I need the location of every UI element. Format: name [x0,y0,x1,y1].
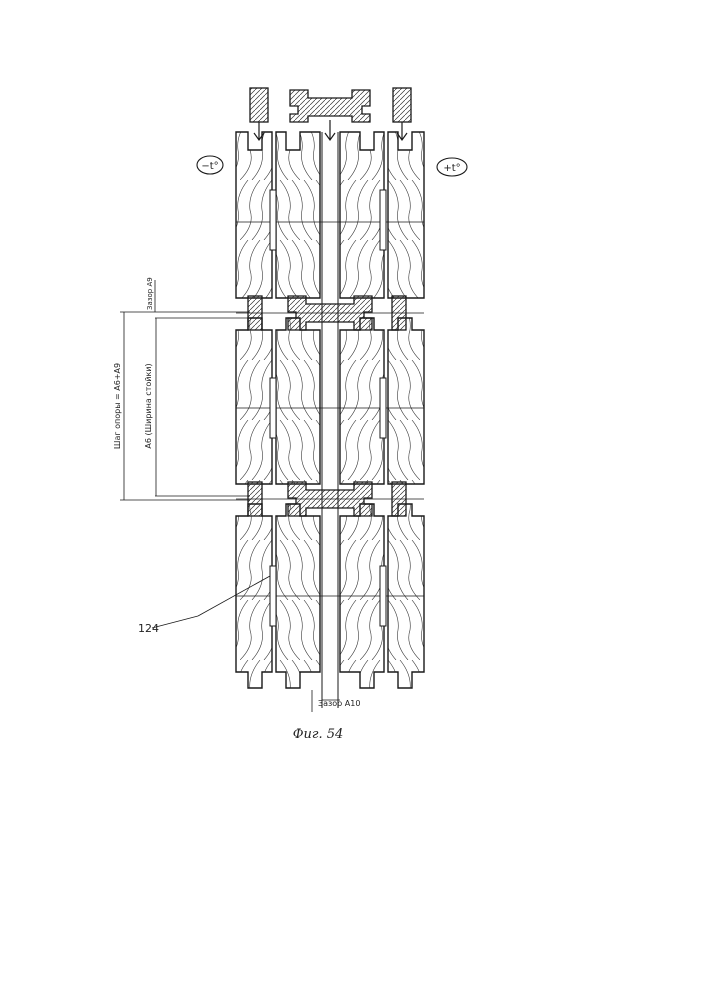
part-124-slot [270,566,276,626]
upper-joint [236,296,424,330]
middle-beam-row [236,318,424,484]
plus-temp-symbol: +t° [437,158,467,176]
width-dimension-label: A6 (Ширина стойки) [144,363,153,448]
upper-right-slot [380,190,386,250]
plus-temp-label: +t° [443,163,460,174]
top-center-arrow [325,120,335,140]
part-number-label: 124 [138,622,159,635]
minus-temp-symbol: −t° [197,156,223,174]
minus-temp-label: −t° [201,161,218,172]
step-dimension-label: Шаг опоры = A6+A9 [113,363,122,449]
top-center-key [290,90,370,122]
figure-caption: Фиг. 54 [293,727,344,742]
upper-right-outer-beam [388,132,424,298]
lower-beam-row [236,504,424,688]
top-connector-group [250,88,411,140]
upper-right-inner-beam [340,132,384,298]
lower-joint [236,482,424,516]
upper-left-outer-beam [236,132,272,298]
gap-a10-label: Зазор A10 [318,699,360,708]
gap-a9-label: Зазор A9 [146,277,154,310]
top-right-plug [393,88,411,122]
upper-left-inner-beam [276,132,320,298]
upper-left-slot [270,190,276,250]
upper-beam-row [236,132,424,298]
top-left-plug [250,88,268,122]
